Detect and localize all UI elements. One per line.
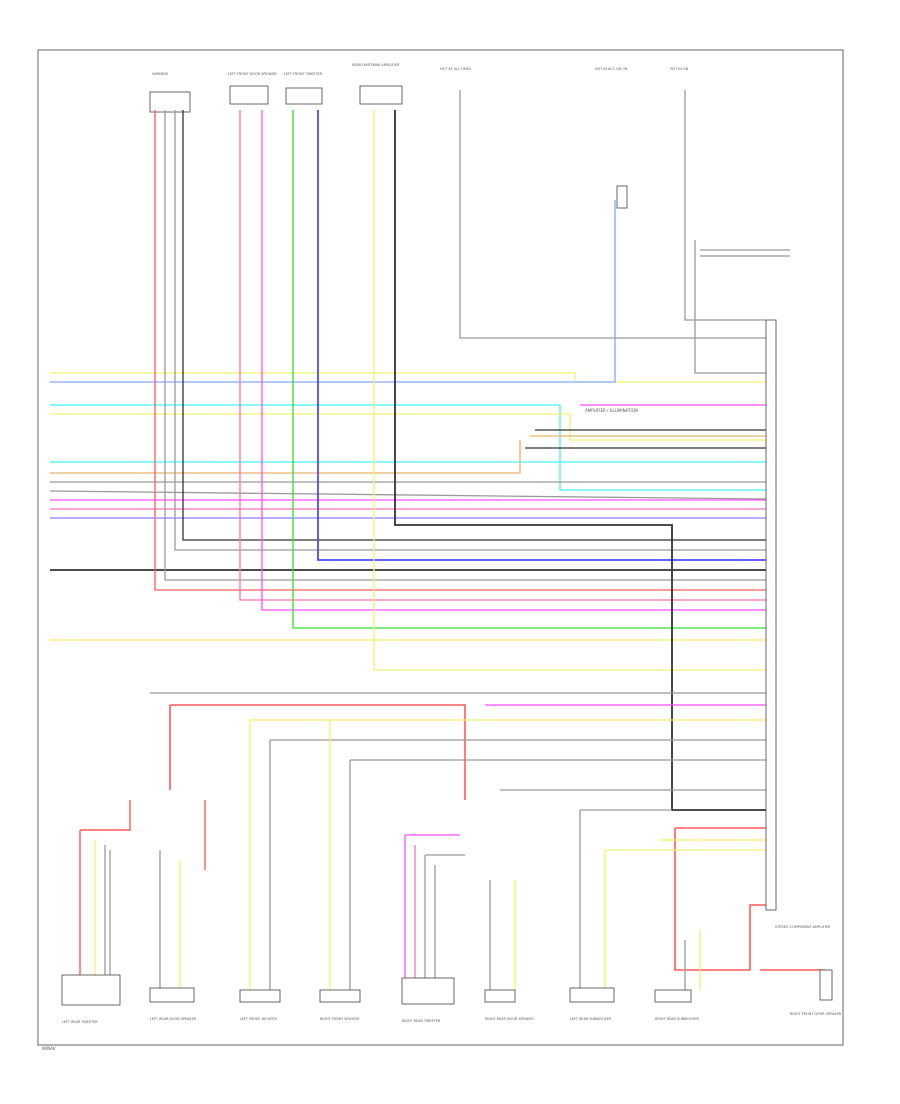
- bottom-component-lf-woofer: [239, 989, 281, 1003]
- top-components: HARNESS LEFT FRONT DOOR SPEAKER LEFT FRO…: [149, 63, 689, 209]
- bottom-components: LEFT REAR TWEETER LEFT REAR DOOR SPEAKER L…: [61, 974, 700, 1024]
- wire-black-5: [394, 110, 766, 811]
- bottom-component-label-rr-door: RIGHT REAR DOOR SPEAKER: [485, 1017, 534, 1021]
- diagram-frame: [37, 49, 844, 1046]
- wire-green-1: [292, 110, 766, 629]
- harness-connector: [149, 91, 191, 113]
- wire-gray-6: [684, 90, 766, 321]
- bottom-component-lr-sub: [569, 987, 615, 1003]
- wire-gray-4: [164, 110, 766, 581]
- bottom-component-label-lf-woofer: LEFT FRONT WOOFER: [240, 1017, 278, 1021]
- audio-antenna-box: [359, 85, 403, 105]
- bottom-component-label-rr-tweeter: RIGHT REAR TWEETER: [402, 1019, 441, 1023]
- bottom-component-rr-sub: [654, 989, 692, 1003]
- main-unit-connector: [765, 319, 777, 911]
- bottom-component-rr-tweeter: [401, 977, 455, 1005]
- wire-magenta-3: [261, 110, 766, 611]
- bus-label: AMPLIFIER / ILLUMINATION: [585, 408, 638, 413]
- wire-red-1: [154, 110, 766, 591]
- wire-blue-1: [317, 110, 766, 561]
- fuse-3-label: HOT IN ON: [670, 67, 689, 71]
- wire-yellow-2: [50, 413, 766, 441]
- bottom-component-lr-tweeter: [61, 974, 121, 1006]
- bottom-component-lr-door: [149, 987, 195, 1003]
- wire-pink-2: [239, 110, 766, 601]
- frame-label: W/NAV: [42, 1046, 56, 1051]
- fuse-1-label: HOT AT ALL TIMES: [440, 67, 471, 71]
- left-tweeter-label: LEFT FRONT TWEETER: [284, 72, 323, 76]
- bottom-component-label-lr-tweeter: LEFT REAR TWEETER: [62, 1020, 98, 1024]
- bottom-component-rr-door: [484, 989, 516, 1003]
- wire-yellow-4: [373, 110, 766, 671]
- stereo-amp-label: STEREO COMPONENT AMPLIFIER: [775, 925, 831, 929]
- wire-yellow-1: [50, 372, 766, 383]
- fuse-box-small: [616, 185, 628, 209]
- bottom-component-rf-woofer: [319, 989, 361, 1003]
- bottom-component-label-lr-sub: LEFT REAR SUBWOOFER: [570, 1017, 612, 1021]
- right-front-speaker-label: RIGHT FRONT DOOR SPEAKER: [790, 1012, 842, 1016]
- left-tweeter-box: [285, 87, 323, 105]
- fuse-2-label: HOT IN ACC OR ON: [595, 67, 628, 71]
- wire-orange-2: [50, 440, 521, 474]
- wire-red-2: [170, 704, 466, 800]
- bottom-component-label-rr-sub: RIGHT REAR SUBWOOFER: [655, 1017, 700, 1021]
- wire-blue-2: [50, 200, 616, 383]
- wire-harness: [49, 90, 825, 990]
- wire-gray-2: [49, 490, 767, 500]
- audio-antenna-label: RADIO ANTENNA AMPLIFIER: [352, 63, 400, 67]
- main-unit-pin-strip: [765, 319, 777, 911]
- harness-label: HARNESS: [152, 72, 168, 76]
- wire-red-7: [80, 800, 131, 831]
- bottom-component-label-lr-door: LEFT REAR DOOR SPEAKER: [150, 1017, 197, 1021]
- wire-black-3: [182, 110, 766, 541]
- bottom-component-label-rf-woofer: RIGHT FRONT WOOFER: [320, 1017, 360, 1021]
- left-door-speaker-box: [229, 85, 269, 105]
- wire-red-5: [674, 828, 766, 971]
- wire-gray-3: [174, 110, 766, 551]
- wire-gray-5: [459, 90, 766, 339]
- right-front-speaker-box: [819, 969, 833, 1001]
- wire-gray-7: [694, 240, 766, 374]
- left-door-speaker-label: LEFT FRONT DOOR SPEAKER: [228, 72, 277, 76]
